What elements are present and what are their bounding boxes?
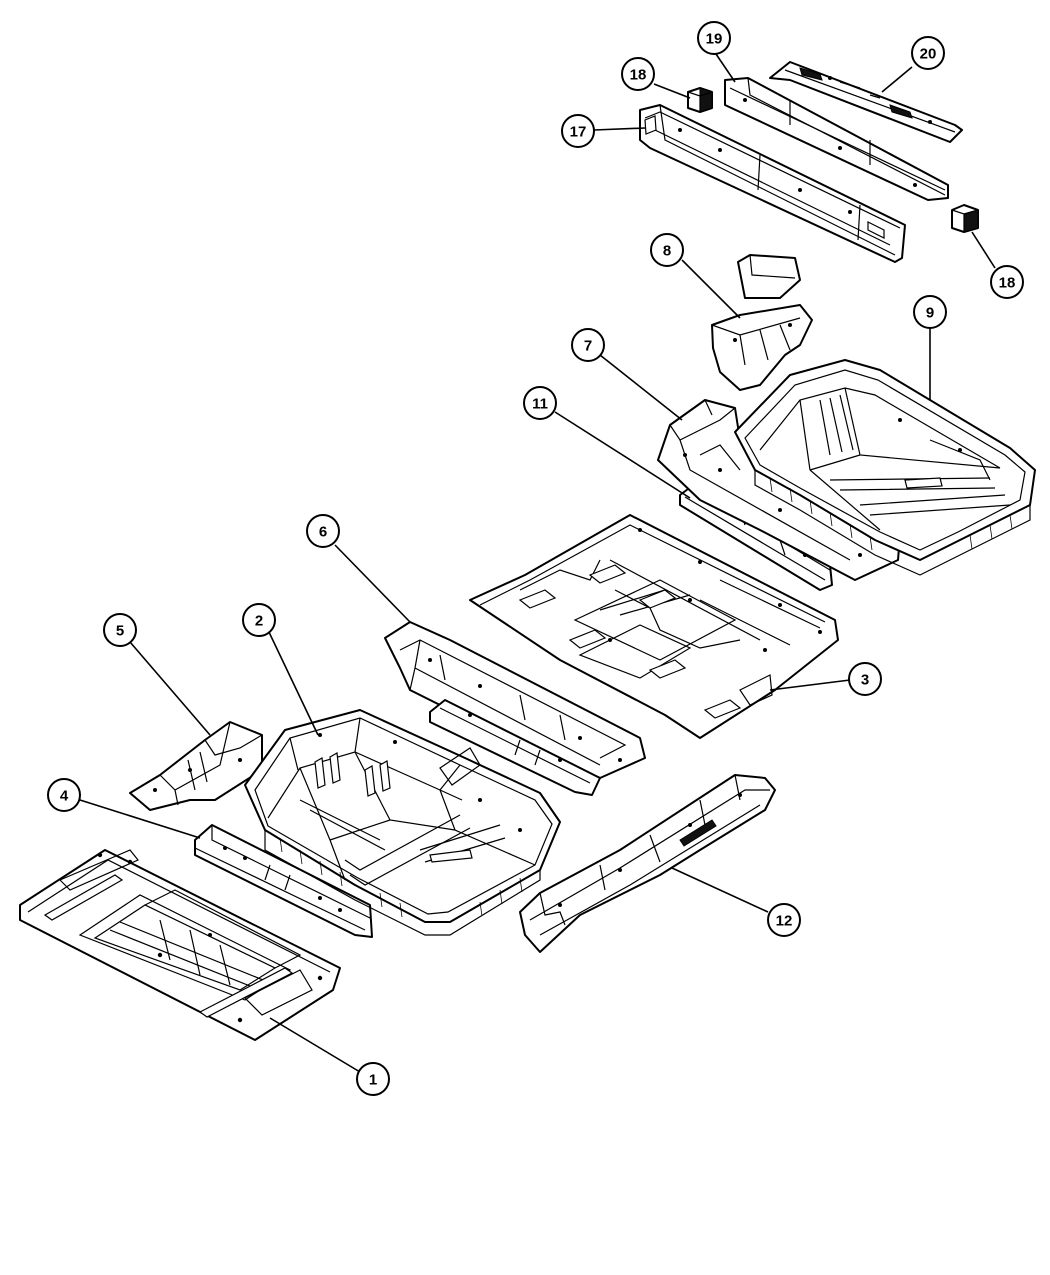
callout-3-label: 3 <box>861 672 869 689</box>
callout-5-label: 5 <box>116 623 124 640</box>
callout-11: 11 <box>523 386 557 420</box>
callout-7-label: 7 <box>584 338 592 355</box>
callout-5: 5 <box>103 613 137 647</box>
callout-20: 20 <box>911 36 945 70</box>
part-19-rear-panel <box>724 77 949 201</box>
callout-2: 2 <box>242 603 276 637</box>
callout-3: 3 <box>848 662 882 696</box>
callout-18-upper: 18 <box>621 57 655 91</box>
callout-7: 7 <box>571 328 605 362</box>
leader-2 <box>267 629 319 736</box>
part-18-bracket-left <box>687 87 713 113</box>
part-1-front-floor-pan <box>19 849 341 1041</box>
leader-3 <box>769 679 851 691</box>
leader-7 <box>599 354 683 421</box>
part-4-front-cross-member <box>194 824 373 938</box>
leader-17 <box>593 127 646 131</box>
callout-1: 1 <box>356 1062 390 1096</box>
part-8-rear-bracket <box>711 254 813 391</box>
leader-lines <box>79 53 996 1073</box>
callout-2-label: 2 <box>255 613 263 630</box>
part-20-rear-sill-panel <box>769 61 963 143</box>
part-9-rear-storage-tub <box>734 359 1036 576</box>
callout-20-label: 20 <box>920 46 937 63</box>
leader-8 <box>681 259 741 319</box>
callout-19: 19 <box>697 21 731 55</box>
leader-1 <box>269 1017 361 1073</box>
callout-4-label: 4 <box>60 788 69 805</box>
part-6-mid-cross-member <box>384 621 646 796</box>
callout-8: 8 <box>650 233 684 267</box>
leader-18b <box>971 231 996 269</box>
callout-9: 9 <box>913 295 947 329</box>
callout-12: 12 <box>767 903 801 937</box>
callout-11-label: 11 <box>532 396 548 413</box>
callout-17: 17 <box>561 114 595 148</box>
leader-4 <box>79 799 201 839</box>
part-7-rear-floor-panel <box>657 399 901 581</box>
part-5-side-bracket <box>129 721 263 811</box>
callout-12-label: 12 <box>776 913 793 930</box>
leader-11 <box>554 411 691 499</box>
callout-17-label: 17 <box>570 124 587 141</box>
callout-9-label: 9 <box>926 305 934 322</box>
callout-18-upper-label: 18 <box>630 67 647 84</box>
part-18-bracket-right <box>951 204 979 233</box>
callout-19-label: 19 <box>706 31 723 48</box>
leader-18a <box>653 83 691 99</box>
callout-6: 6 <box>306 514 340 548</box>
callout-1-label: 1 <box>369 1072 377 1089</box>
part-3-center-floor-pan <box>469 514 839 739</box>
leader-12 <box>671 867 769 913</box>
leader-19 <box>715 53 736 83</box>
callout-8-label: 8 <box>663 243 671 260</box>
callout-18-lower-label: 18 <box>999 275 1016 292</box>
part-12-side-sill-rail <box>519 774 776 953</box>
callout-18-lower: 18 <box>990 265 1024 299</box>
callout-6-label: 6 <box>319 524 327 541</box>
part-2-front-storage-tub <box>244 709 561 936</box>
leader-20 <box>881 66 913 93</box>
leader-6 <box>334 544 411 623</box>
callout-4: 4 <box>47 778 81 812</box>
part-17-rear-crossmember <box>639 104 906 263</box>
leader-5 <box>129 641 211 736</box>
